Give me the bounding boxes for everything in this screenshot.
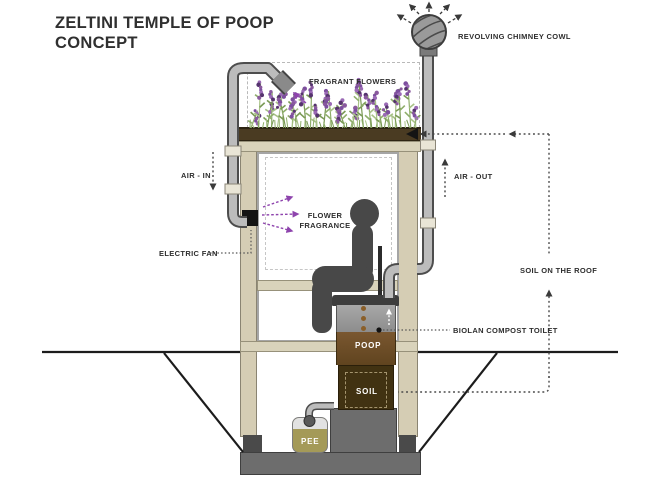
pipe-clamp (224, 183, 242, 195)
fragrant-flowers-label: FRAGRANT FLOWERS (309, 77, 397, 86)
pipe-clamp (420, 217, 436, 229)
flower-fragrance-label: FLOWER FRAGRANCE (299, 211, 351, 230)
toilet-poop-chamber: POOP (336, 332, 396, 365)
toilet-soil-chamber: SOIL (338, 365, 394, 410)
floor-beam (240, 341, 418, 352)
electric-fan-box (242, 210, 258, 226)
pee-container-lid (293, 418, 327, 429)
roof-soil-layer (238, 127, 421, 141)
soil-on-roof-label: SOIL ON THE ROOF (520, 266, 598, 275)
toilet-vent-rod (378, 246, 382, 298)
soil-chamber-outline (345, 372, 387, 408)
poop-label: POOP (355, 341, 382, 350)
air-out-label: AIR - OUT (454, 172, 493, 181)
pee-label: PEE (301, 437, 320, 446)
biolan-toilet-label: BIOLAN COMPOST TOILET (453, 326, 558, 335)
electric-fan-label: ELECTRIC FAN (159, 249, 218, 258)
toilet-seat-lid (332, 295, 399, 306)
title-line1: ZELTINI TEMPLE OF POOP (55, 14, 274, 32)
chimney-label: REVOLVING CHIMNEY COWL (458, 32, 571, 41)
right-wall (398, 127, 418, 437)
base-platform (240, 452, 421, 475)
toilet-dot (361, 316, 366, 321)
revolving-chimney-cowl (411, 14, 447, 57)
left-wall (240, 127, 257, 437)
toilet-pedestal (330, 408, 397, 453)
chimney-air-arrows (396, 1, 463, 24)
toilet-upper-body (336, 305, 396, 332)
air-in-label: AIR - IN (181, 171, 211, 180)
pee-container: PEE (292, 417, 328, 453)
roof-deck (238, 141, 421, 152)
title-line2: CONCEPT (55, 34, 138, 52)
toilet-dot (361, 306, 366, 311)
left-foot (243, 435, 262, 453)
soil-label: SOIL (356, 387, 378, 396)
person-shin (312, 280, 332, 333)
pipe-clamp (420, 139, 436, 151)
person-head (350, 199, 379, 228)
toilet-dot (361, 326, 366, 331)
right-foot (399, 435, 416, 453)
page-title: ZELTINI TEMPLE OF POOP CONCEPT (55, 13, 274, 53)
flower-bed-outline (247, 62, 420, 128)
